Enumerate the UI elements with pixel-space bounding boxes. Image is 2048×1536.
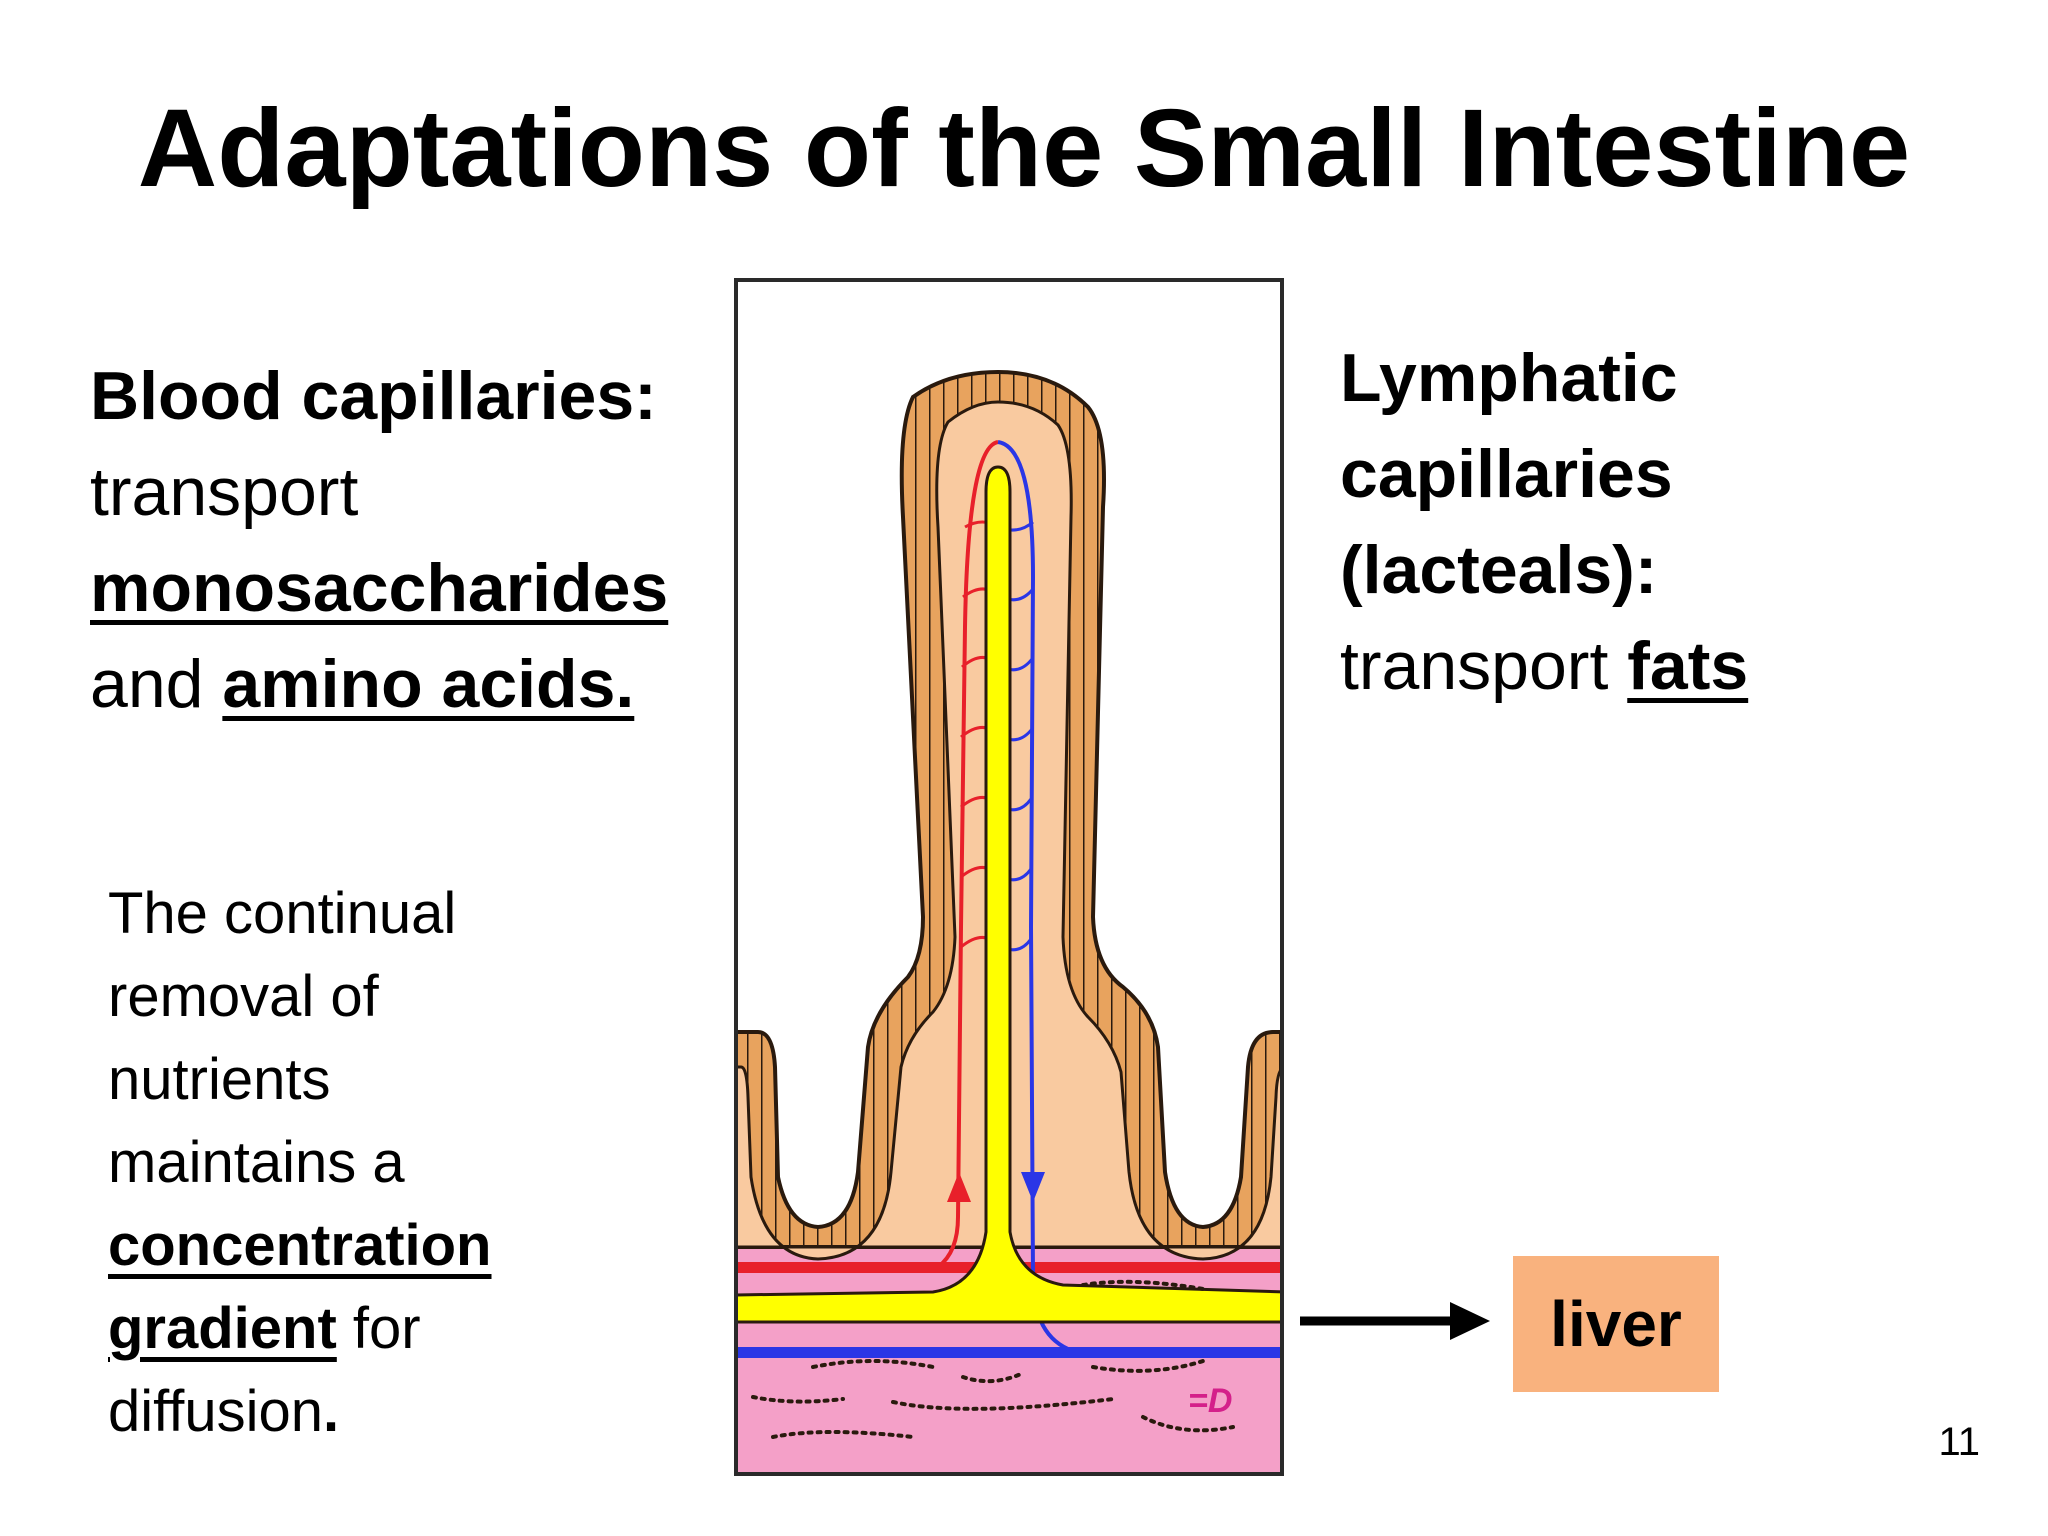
blood-capillaries-heading: Blood capillaries: [90, 358, 657, 434]
note-line-2: removal of [108, 964, 379, 1029]
page-number: 11 [1938, 1420, 1980, 1464]
blood-capillaries-text: Blood capillaries: transport monosacchar… [90, 348, 710, 732]
lacteal-band [736, 1299, 1282, 1315]
and-text: and [90, 646, 223, 722]
note-line-4: maintains a [108, 1130, 405, 1195]
monosaccharides-term: monosaccharides [90, 550, 669, 626]
arterial-capillary [936, 440, 999, 1269]
to-liver-arrow-icon [1300, 1302, 1490, 1340]
concentration-gradient-note: The continual removal of nutrients maint… [108, 872, 628, 1453]
lymphatic-heading-line2: capillaries [1340, 436, 1673, 512]
connective-tissue-fibres [751, 1279, 1235, 1439]
venous-flow-arrow [1021, 1172, 1045, 1202]
watermark-logo: =D [1188, 1382, 1232, 1420]
lymph-transport-text: transport [1340, 628, 1628, 704]
note-for-text: for [336, 1296, 421, 1361]
note-period: . [322, 1379, 340, 1444]
lymphatic-capillaries-text: Lymphatic capillaries (lacteals): transp… [1340, 330, 1940, 714]
blood-transport-text: transport [90, 454, 359, 530]
arterial-flow-arrow [947, 1172, 971, 1202]
venous-capillary [997, 440, 1074, 1353]
lymphatic-heading-line1: Lymphatic [1340, 340, 1678, 416]
fats-term: fats [1627, 628, 1749, 704]
liver-box: liver [1513, 1256, 1719, 1392]
concentration-term: concentration [108, 1213, 492, 1278]
note-line-1: The continual [108, 881, 457, 946]
amino-acids-term: amino acids. [222, 646, 635, 722]
note-line-3: nutrients [108, 1047, 331, 1112]
gradient-term: gradient [108, 1296, 337, 1361]
slide-title: Adaptations of the Small Intestine [137, 87, 1911, 210]
lacteal-vessel [736, 465, 1282, 1324]
venule-band [736, 1347, 1282, 1358]
villus-diagram: =D [734, 278, 1284, 1476]
diagram-frame [734, 278, 1284, 1476]
diffusion-text: diffusion [108, 1379, 323, 1444]
lymphatic-heading-line3: (lacteals): [1340, 532, 1658, 608]
